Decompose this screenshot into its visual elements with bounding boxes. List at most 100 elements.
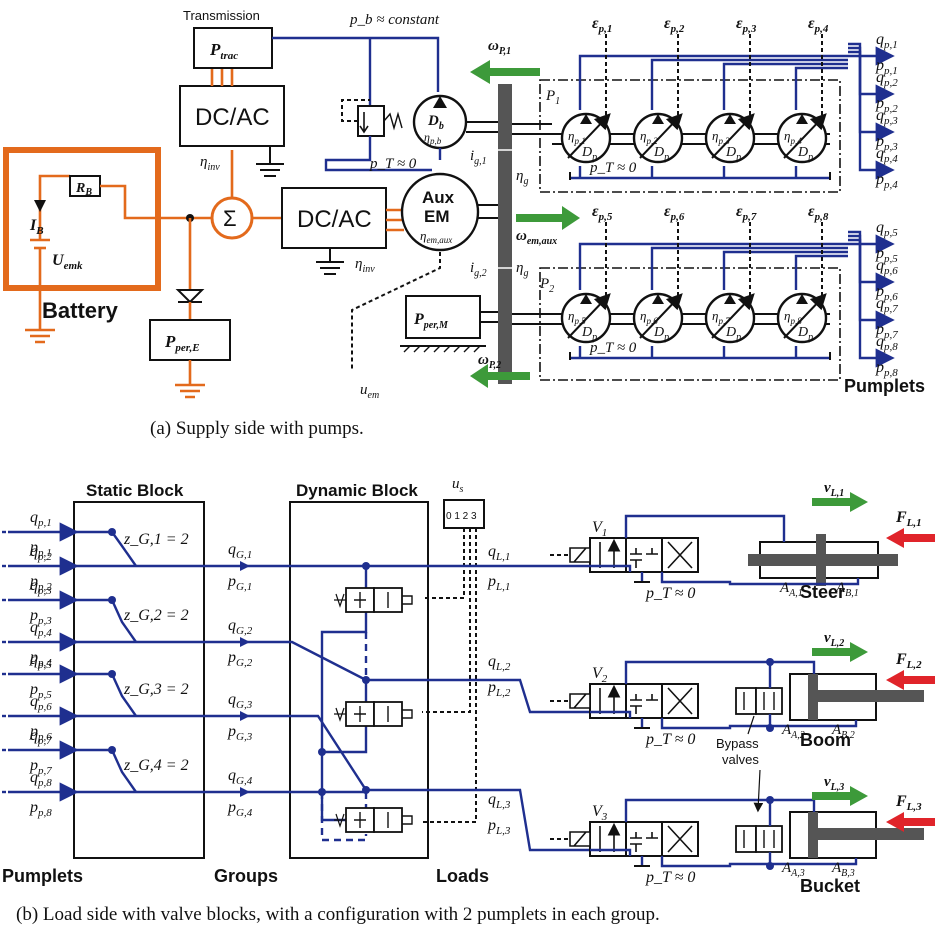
area-a-label: AA,1 xyxy=(779,580,803,599)
pressure-label: pp,8 xyxy=(29,799,52,819)
group-pressure-label: pG,4 xyxy=(227,799,253,819)
svg-text:DC/AC: DC/AC xyxy=(195,104,270,131)
force-arrow xyxy=(886,528,935,548)
valve-label: V1 xyxy=(592,519,607,539)
group-size-label: z_G,3 = 2 xyxy=(123,681,189,698)
flow-label: qp,3 xyxy=(30,577,52,597)
pump-efficiency-label: ηp,2 xyxy=(640,128,658,146)
epsilon-label: εp,4 xyxy=(808,15,829,35)
svg-text:0 1 2 3: 0 1 2 3 xyxy=(446,511,477,522)
svg-text:Transmission: Transmission xyxy=(183,8,260,23)
ptrac-box xyxy=(193,27,273,69)
pressure-label: pp,1 xyxy=(29,539,52,559)
pressure-label: pp,1 xyxy=(875,57,898,77)
svg-text:ωem,aux: ωem,aux xyxy=(516,228,557,247)
svg-text:p_b ≈ constant: p_b ≈ constant xyxy=(349,12,440,28)
load-name: Steer xyxy=(800,582,845,602)
svg-text:Pper,E: Pper,E xyxy=(164,332,200,354)
svg-text:EM: EM xyxy=(424,207,450,226)
pump-group-2 xyxy=(539,267,841,381)
flow-label: qp,8 xyxy=(30,769,52,789)
directional-valve xyxy=(550,538,699,573)
epsilon-label: εp,7 xyxy=(736,203,757,223)
valve-label: V2 xyxy=(592,665,608,685)
load-pressure-label: pL,3 xyxy=(487,817,511,837)
svg-text:ig,2: ig,2 xyxy=(470,260,487,279)
bypass-label-2: valves xyxy=(722,752,759,767)
load-name: Boom xyxy=(800,730,851,750)
pump-displacement-label: Dp xyxy=(797,145,813,163)
pump-outlet-line xyxy=(794,254,848,290)
svg-text:Pumplets: Pumplets xyxy=(2,866,83,886)
svg-text:Loads: Loads xyxy=(436,866,489,886)
flow-label: qp,6 xyxy=(30,693,52,713)
svg-text:ig,1: ig,1 xyxy=(470,148,487,167)
omega-p2-arrow xyxy=(470,364,530,388)
cylinder-steer xyxy=(748,534,898,586)
svg-text:ηem,aux: ηem,aux xyxy=(420,228,452,245)
caption-a: (a) Supply side with pumps. xyxy=(150,418,364,439)
svg-text:P1: P1 xyxy=(545,88,560,107)
svg-text:ηg: ηg xyxy=(516,260,528,279)
omega-p1-arrow xyxy=(470,60,540,84)
pressure-label: pp,4 xyxy=(875,171,898,191)
flow-label: qp,4 xyxy=(30,619,52,639)
pressure-label: pp,3 xyxy=(875,133,898,153)
svg-text:us: us xyxy=(452,476,464,495)
svg-text:P2: P2 xyxy=(539,276,554,295)
pressure-label: pp,7 xyxy=(875,321,898,341)
pump-efficiency-label: ηp,4 xyxy=(784,128,802,146)
cylinder-bucket xyxy=(789,811,924,859)
group-pressure-label: pG,1 xyxy=(227,573,252,593)
group-size-label: z_G,1 = 2 xyxy=(123,531,189,548)
epsilon-label: εp,2 xyxy=(664,15,685,35)
flow-label: qp,2 xyxy=(876,69,898,89)
svg-text:ηinv: ηinv xyxy=(355,256,375,275)
pump-displacement-label: Dp xyxy=(725,325,741,343)
pressure-label: pp,2 xyxy=(875,95,898,115)
pump-displacement-label: Dp xyxy=(725,145,741,163)
inverter-aux xyxy=(281,187,387,249)
pump-displacement-label: Dp xyxy=(581,145,597,163)
static-block xyxy=(73,501,205,859)
epsilon-label: εp,3 xyxy=(736,15,757,35)
pump-group-1 xyxy=(539,79,841,193)
pressure-label: pp,3 xyxy=(29,607,52,627)
load-flow-label: qL,1 xyxy=(488,543,510,563)
flow-label: qp,8 xyxy=(876,333,898,353)
group-flow-label: qG,4 xyxy=(228,767,253,787)
pump-efficiency-label: ηp,1 xyxy=(568,128,586,146)
directional-valve xyxy=(550,684,699,719)
velocity-label: vL,1 xyxy=(824,480,844,499)
pressure-label: pp,7 xyxy=(29,757,52,777)
pper-m-box xyxy=(405,295,481,339)
pressure-label: pp,8 xyxy=(875,359,898,379)
pump-outlet-line xyxy=(578,242,848,290)
tank-pressure-label: p_T ≈ 0 xyxy=(645,585,695,602)
flow-label: qp,2 xyxy=(30,543,52,563)
velocity-label: vL,3 xyxy=(824,774,844,793)
omega-aux-arrow xyxy=(516,206,580,230)
group-pressure-label: pG,3 xyxy=(227,723,253,743)
area-b-label: AB,1 xyxy=(835,580,859,599)
svg-text:ωP,2: ωP,2 xyxy=(478,352,501,371)
pump-displacement-label: Dp xyxy=(653,325,669,343)
load-flow-label: qL,2 xyxy=(488,653,511,673)
valve-label: V3 xyxy=(592,803,608,823)
flow-label: qp,7 xyxy=(876,295,898,315)
svg-text:Pumplets: Pumplets xyxy=(844,376,925,396)
pump-displacement-label: Dp xyxy=(653,145,669,163)
tank-pressure-label: p_T ≈ 0 xyxy=(645,869,695,886)
pressure-label: pp,5 xyxy=(29,681,52,701)
pressure-label: pp,6 xyxy=(875,283,898,303)
pump-efficiency-label: ηp,8 xyxy=(784,308,802,326)
pump-outlet-line xyxy=(650,246,848,290)
pump-displacement-label: Dp xyxy=(797,325,813,343)
velocity-arrow xyxy=(812,492,868,512)
group-size-label: z_G,2 = 2 xyxy=(123,607,189,624)
pump-efficiency-label: ηp,3 xyxy=(712,128,730,146)
svg-text:Ptrac: Ptrac xyxy=(209,40,238,62)
svg-text:Dynamic Block: Dynamic Block xyxy=(296,481,418,500)
svg-text:Pper,M: Pper,M xyxy=(413,311,449,331)
svg-text:ωP,1: ωP,1 xyxy=(488,38,511,57)
